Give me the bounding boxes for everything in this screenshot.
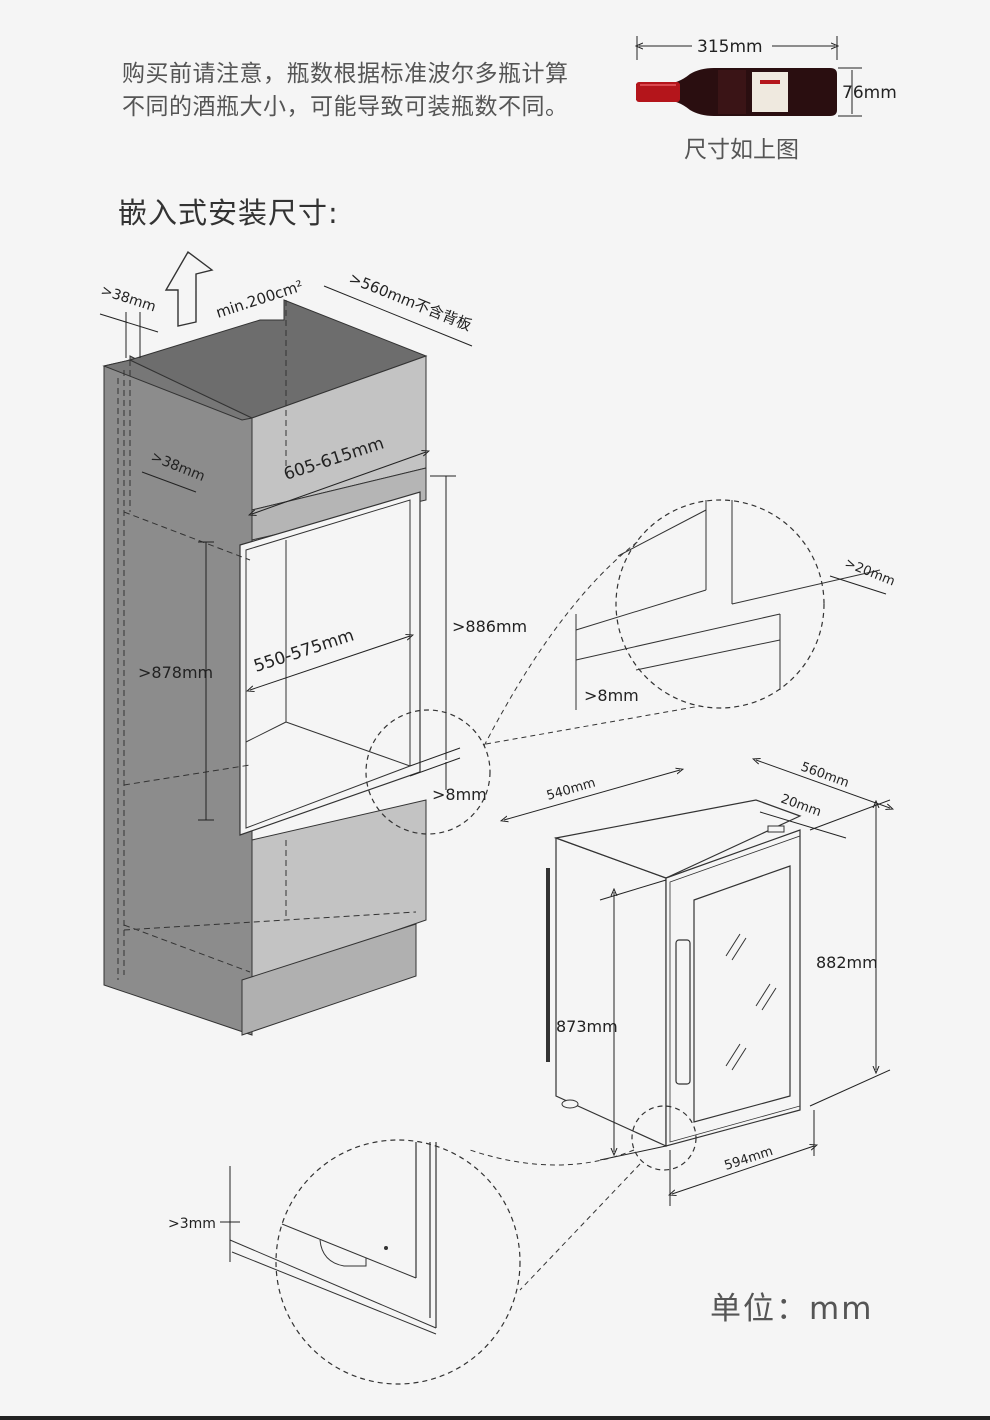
bottle-caption: 尺寸如上图 xyxy=(684,137,799,163)
side-panel-label: >38mm xyxy=(99,283,158,316)
detail-gap-label: >3mm xyxy=(168,1216,216,1232)
appliance-width-label: 594mm xyxy=(723,1144,775,1174)
bottle-length-label: 315mm xyxy=(697,37,763,57)
detail-top-right: >20mm >8mm xyxy=(575,499,898,710)
depth-label: >560mm不含背板 xyxy=(347,269,475,335)
section-title: 嵌入式安装尺寸: xyxy=(118,196,339,230)
unit-label: 单位：mm xyxy=(710,1291,874,1327)
bottle-diameter-label: 76mm xyxy=(842,83,897,103)
cabinet-drawing xyxy=(102,250,428,1036)
bottle-diameter-dim: 76mm xyxy=(838,67,897,117)
detail-bottom-gap-label: >8mm xyxy=(584,686,639,705)
opening-height-label: >886mm xyxy=(452,617,527,636)
appliance-drawing xyxy=(546,799,802,1147)
detail-marker-bottom xyxy=(631,1105,697,1171)
bottom-rule xyxy=(0,1416,990,1420)
detail-back-gap-label: >20mm xyxy=(843,556,898,590)
appliance-height-label: 882mm xyxy=(816,953,878,972)
appliance-body-height-label: 873mm xyxy=(556,1017,618,1036)
appliance-total-depth-label: 560mm xyxy=(799,760,851,791)
purchase-note: 购买前请注意，瓶数根据标准波尔多瓶计算 不同的酒瓶大小，可能导致可装瓶数不同。 xyxy=(122,58,569,124)
bottle-length-dim: 315mm xyxy=(637,36,837,60)
detail-marker-top xyxy=(365,709,491,835)
note-line-2: 不同的酒瓶大小，可能导致可装瓶数不同。 xyxy=(122,94,569,120)
detail-bottom-left: >3mm xyxy=(168,1139,521,1385)
note-line-1: 购买前请注意，瓶数根据标准波尔多瓶计算 xyxy=(122,61,569,87)
bottom-gap-label: >8mm xyxy=(432,785,487,804)
wine-bottle xyxy=(636,68,837,116)
niche-height-label: >878mm xyxy=(138,663,213,682)
appliance-depth-label: 540mm xyxy=(545,776,597,804)
